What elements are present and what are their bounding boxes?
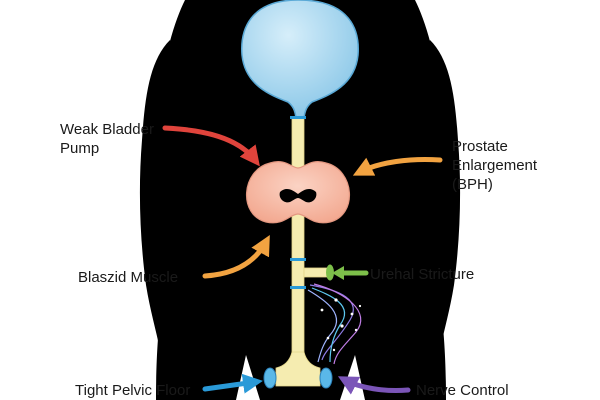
arrow-pelvic xyxy=(202,373,263,394)
label-prostate-enlargement: Prostate Enlargement (BPH) xyxy=(452,138,538,193)
label-tight-pelvic-floor: Tight Pelvic Floor xyxy=(75,382,191,399)
label-weak-bladder-pump: Weak Bladder Pump xyxy=(60,121,154,157)
arrow-blaszid xyxy=(202,234,270,279)
pelvic-valve-left xyxy=(263,367,277,389)
left-arm xyxy=(139,40,190,350)
arrow-urethral-head xyxy=(332,266,344,280)
stricture-ring xyxy=(326,264,334,281)
label-blaszid-muscle: Blaszid Muscle xyxy=(78,269,179,286)
urethra-valve-top xyxy=(290,116,306,119)
arrow-nerve xyxy=(337,376,411,395)
urethra-base xyxy=(275,351,321,387)
nerve-bundle xyxy=(307,283,362,365)
right-arm xyxy=(410,40,461,350)
urethra-valve-mid xyxy=(290,258,306,261)
prostate-opening xyxy=(279,188,317,203)
urethra xyxy=(291,117,305,381)
arrow-weak-bladder xyxy=(162,125,260,167)
label-urethral-stricture: Urehal Stricture xyxy=(370,266,475,283)
arrow-prostate xyxy=(352,157,443,176)
label-nerve-control: Nerve Control xyxy=(416,382,509,399)
pelvic-valve-right xyxy=(319,367,333,389)
nerve-sparkles xyxy=(320,298,362,352)
prostate xyxy=(245,161,351,224)
urethra-valve-low xyxy=(290,286,306,289)
